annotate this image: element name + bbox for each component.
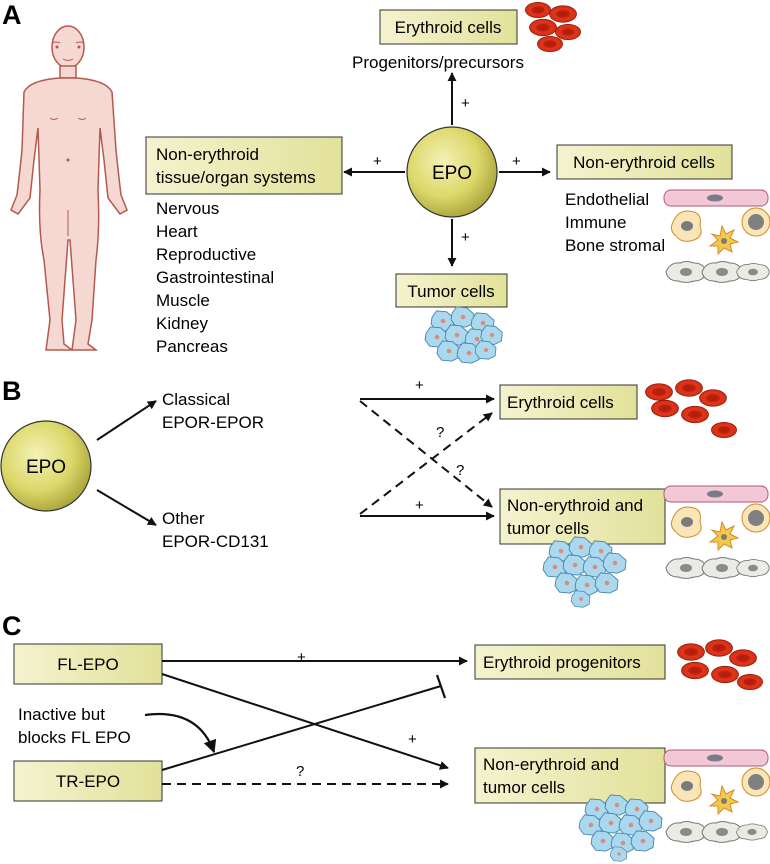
panel-a-letter: A <box>2 0 22 30</box>
arrow-epo-to-classical <box>96 400 157 441</box>
tumor-cluster-a <box>424 306 503 364</box>
non-erythroid-tumor-box-b <box>499 488 666 545</box>
non-erythroid-tumor-line-2-b: tumor cells <box>507 519 589 538</box>
epo-label-b: EPO <box>26 457 66 478</box>
sign-b-top: + <box>415 377 424 394</box>
tumor-cluster-c <box>578 794 663 862</box>
tr-epo-note-line-2: blocks FL EPO <box>18 728 131 747</box>
cell-type-item: Endothelial <box>565 190 649 209</box>
fl-epo-label: FL-EPO <box>57 655 118 674</box>
erythroid-cells-label-b: Erythroid cells <box>507 393 614 412</box>
arrow-classical-to-nonerythroid-dashed <box>359 400 493 508</box>
classical-label-line-1: Classical <box>162 390 230 409</box>
tissue-item: Reproductive <box>156 245 256 264</box>
epo-circle-b <box>0 420 92 512</box>
non-erythroid-cells-box-a <box>556 144 733 180</box>
erythroid-progenitors-label: Erythroid progenitors <box>483 653 641 672</box>
cell-type-item: Immune <box>565 213 626 232</box>
erythroid-cells-box-b <box>499 384 638 420</box>
tumor-cells-box-a <box>395 273 508 308</box>
erythroid-cells-label-a: Erythroid cells <box>395 18 502 37</box>
non-erythroid-cell-illustrations-c <box>663 749 770 843</box>
tr-epo-note-line-1: Inactive but <box>18 705 105 724</box>
sign-b-cross-lower: ? <box>456 462 464 479</box>
red-blood-cells-a <box>525 1 581 53</box>
red-blood-cells-b <box>645 379 737 439</box>
non-erythroid-cell-illustrations-b <box>663 485 770 579</box>
tissue-list: Nervous Heart Reproductive Gastrointesti… <box>156 199 274 356</box>
cell-type-item: Bone stromal <box>565 236 665 255</box>
sign-c-fl-erythroid: + <box>297 649 306 666</box>
sign-a-up: + <box>461 95 470 112</box>
red-blood-cells-c <box>677 639 763 691</box>
tr-epo-label: TR-EPO <box>56 772 120 791</box>
erythroid-progenitors-box <box>474 644 666 680</box>
erythroid-cells-box-a <box>379 9 518 45</box>
sign-a-right: + <box>512 153 521 170</box>
sign-c-fl-nonerythroid: + <box>408 731 417 748</box>
non-erythroid-tissue-box <box>145 136 343 195</box>
tissue-item: Kidney <box>156 314 208 333</box>
non-erythroid-cell-illustrations-a <box>663 189 770 283</box>
tissue-item: Heart <box>156 222 198 241</box>
sign-b-cross-upper: ? <box>436 424 444 441</box>
other-label-line-2: EPOR-CD131 <box>162 532 269 551</box>
arrow-other-to-erythroid-dashed <box>359 412 493 515</box>
tissue-item: Nervous <box>156 199 219 218</box>
non-erythroid-tissue-line-2: tissue/organ systems <box>156 168 316 187</box>
curved-arrow-note <box>144 713 217 754</box>
panel-b-letter: B <box>2 376 22 406</box>
progenitors-label: Progenitors/precursors <box>352 53 524 72</box>
tissue-item: Gastrointestinal <box>156 268 274 287</box>
tissue-item: Muscle <box>156 291 210 310</box>
arrow-fl-to-nonerythroid <box>161 673 449 770</box>
epo-label-a: EPO <box>432 163 472 184</box>
sign-a-down: + <box>461 229 470 246</box>
human-body-illustration <box>10 25 128 351</box>
fl-epo-box <box>13 643 163 685</box>
non-erythroid-tumor-line-2-c: tumor cells <box>483 778 565 797</box>
tumor-cluster-b <box>542 536 627 608</box>
epo-circle-a <box>406 126 498 218</box>
classical-label-line-2: EPOR-EPOR <box>162 413 264 432</box>
tissue-item: Pancreas <box>156 337 228 356</box>
inhibit-tr-to-erythroid <box>161 685 442 771</box>
tumor-cells-label-a: Tumor cells <box>407 282 494 301</box>
inhibit-bar <box>435 674 447 699</box>
non-erythroid-tumor-box-c <box>474 747 666 804</box>
arrow-epo-to-other <box>96 489 157 526</box>
non-erythroid-tumor-line-1-b: Non-erythroid and <box>507 496 643 515</box>
cell-type-list: Endothelial Immune Bone stromal <box>565 190 665 255</box>
non-erythroid-cells-label-a: Non-erythroid cells <box>573 153 715 172</box>
non-erythroid-tumor-line-1-c: Non-erythroid and <box>483 755 619 774</box>
tr-epo-box <box>13 760 163 802</box>
panel-c-letter: C <box>2 611 22 641</box>
sign-b-bottom: + <box>415 497 424 514</box>
non-erythroid-tissue-line-1: Non-erythroid <box>156 145 259 164</box>
sign-a-left: + <box>373 153 382 170</box>
other-label-line-1: Other <box>162 509 205 528</box>
sign-c-tr-nonerythroid: ? <box>296 763 304 780</box>
